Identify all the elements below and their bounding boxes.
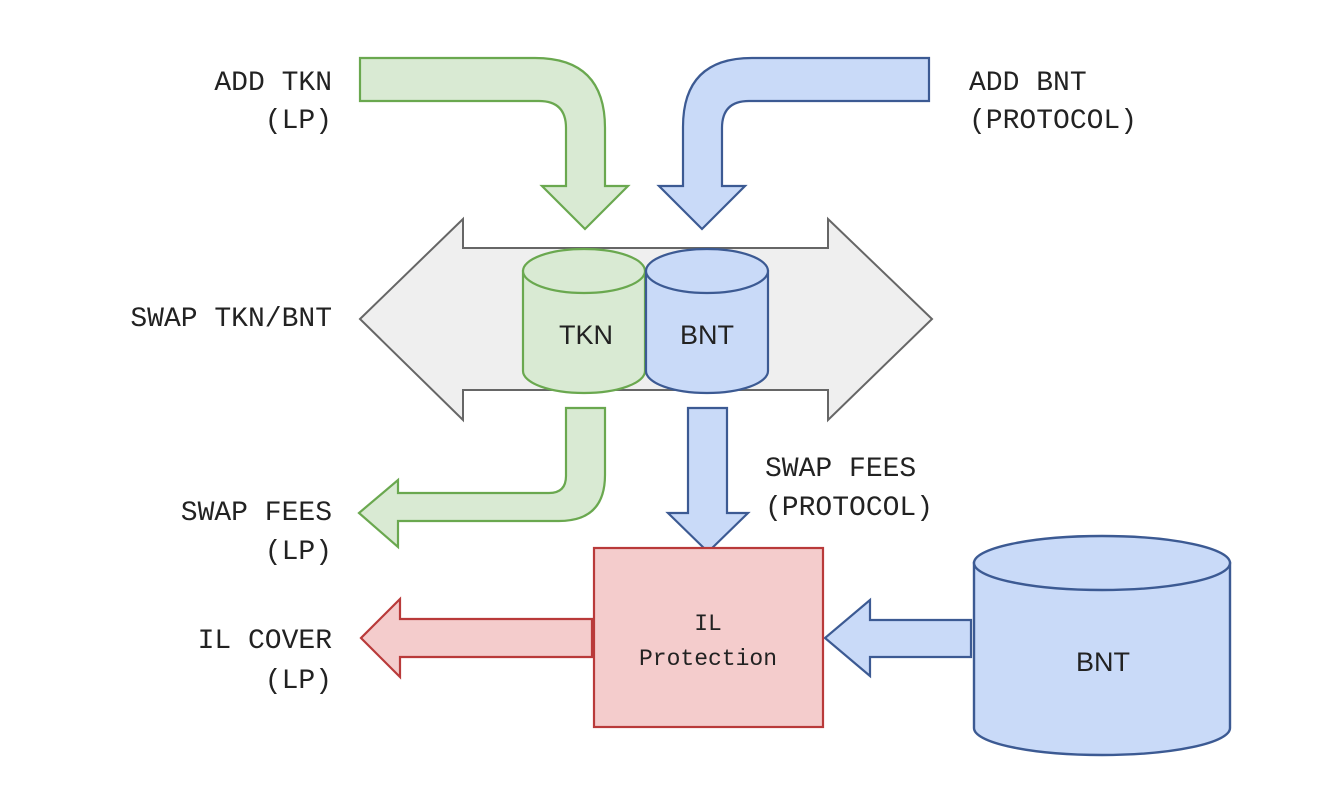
swap-fees-protocol-label-line-2: (PROTOCOL) — [765, 493, 933, 524]
tkn-pool-cylinder — [521, 247, 647, 395]
bnt-reserve-label: BNT — [1076, 647, 1130, 677]
add-tkn-label-line-2: (LP) — [265, 106, 332, 137]
swap-fees-protocol-label-line-1: SWAP FEES — [765, 454, 916, 485]
swap-tkn-bnt-label: SWAP TKN/BNT — [130, 304, 332, 335]
add-tkn-arrow — [358, 56, 631, 231]
il-cover-arrow — [359, 596, 594, 680]
add-bnt-label-line-2: (PROTOCOL) — [969, 106, 1137, 137]
il-cover-label-line-1: IL COVER — [198, 626, 333, 657]
il-protection-line-2: Protection — [639, 646, 777, 672]
swap-fees-lp-arrow — [357, 406, 607, 550]
bnt-pool-cylinder — [644, 247, 770, 395]
add-bnt-label-line-1: ADD BNT — [969, 68, 1087, 99]
swap-fees-lp-label-line-1: SWAP FEES — [181, 498, 332, 529]
bnt-reserve-cylinder — [972, 534, 1232, 757]
il-protection-line-1: IL — [694, 611, 722, 637]
swap-fees-lp-label-line-2: (LP) — [265, 537, 332, 568]
swap-fees-protocol-arrow — [665, 406, 751, 554]
reserve-to-il-arrow — [823, 597, 973, 679]
add-bnt-arrow — [656, 56, 931, 231]
bnt-pool-label: BNT — [680, 320, 734, 350]
il-protection-box — [592, 546, 825, 729]
tkn-pool-label: TKN — [559, 320, 613, 350]
il-cover-label-line-2: (LP) — [265, 666, 332, 697]
add-tkn-label-line-1: ADD TKN — [214, 68, 332, 99]
